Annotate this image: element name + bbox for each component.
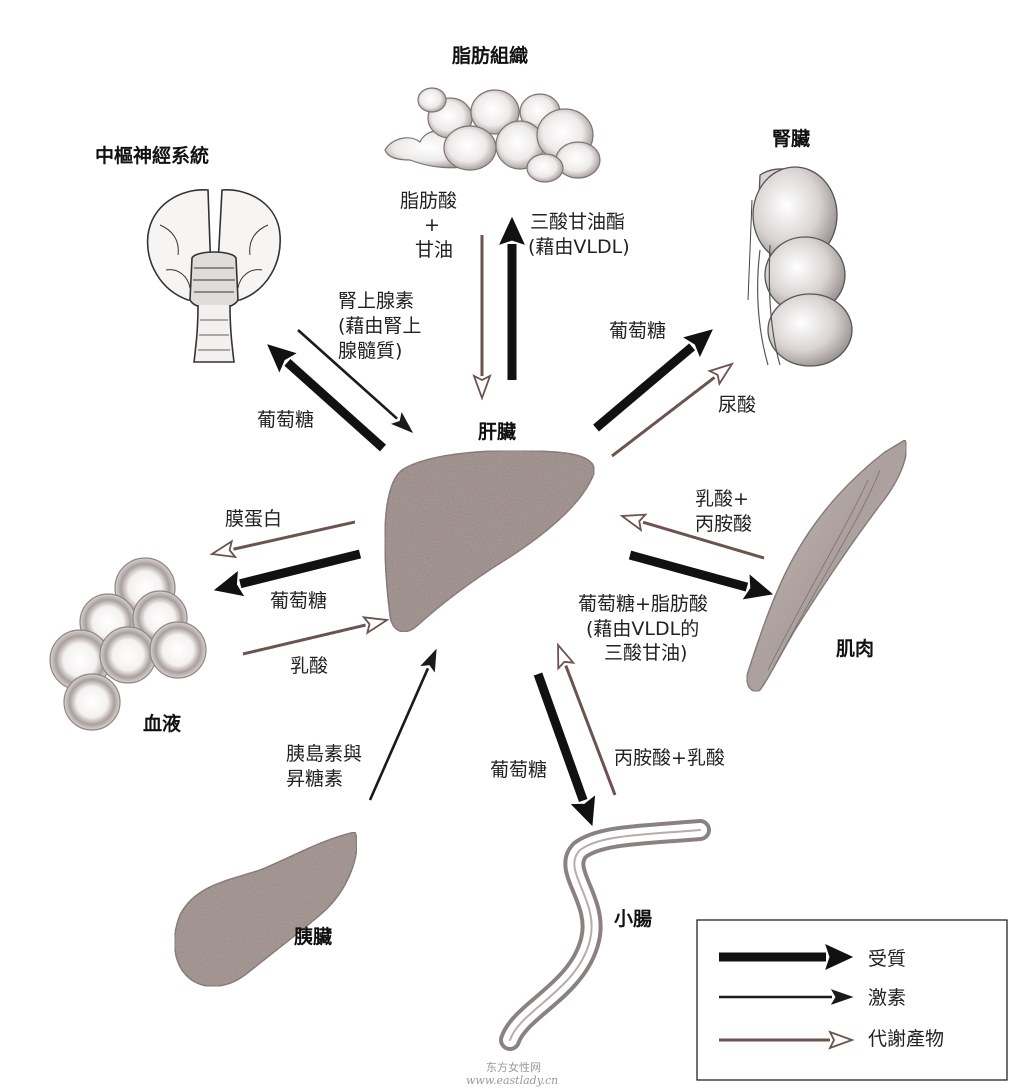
arrow-glucose-to-blood-head (213, 570, 245, 597)
arrow-glucose-to-kidney-shaft (593, 343, 696, 432)
flow-glucose-kidney: 葡萄糖 (609, 320, 666, 342)
flow-glucose-intestine: 葡萄糖 (490, 759, 547, 781)
legend-box (696, 919, 1008, 1081)
arrow-layer (209, 216, 774, 827)
legend-arrow-metabolite (719, 1030, 855, 1050)
arrow-uricacid-to-kidney-head (707, 362, 735, 387)
liver-illustration (384, 449, 595, 633)
label-blood: 血液 (143, 712, 182, 735)
intestine-illustration (499, 819, 711, 1051)
flow-lactate-blood: 乳酸 (290, 655, 328, 677)
flow-epinephrine-2: (藉由腎上 (338, 315, 421, 337)
flow-alanine-lactate: 丙胺酸+乳酸 (614, 747, 725, 769)
flow-glucose-cns: 葡萄糖 (257, 409, 314, 431)
label-intestine: 小腸 (614, 908, 652, 930)
arrow-uricacid-to-kidney (611, 362, 735, 458)
arrow-fattyacid-to-liver (472, 235, 492, 401)
legend-arrow-hormone-head (830, 989, 854, 1005)
legend-substrate-label: 受質 (868, 948, 906, 970)
arrow-insulin-to-liver-head (420, 648, 437, 673)
legend-hormone-label: 激素 (868, 987, 906, 1009)
arrow-glucose-to-cns (267, 344, 387, 452)
flow-triglyceride-1: 三酸甘油酯 (530, 211, 625, 233)
flow-epinephrine-3: 腺髓質) (338, 340, 402, 362)
arrow-lactate-to-liver-shaft (242, 623, 366, 656)
arrow-lactate-alanine-to-liver-shaft (642, 520, 765, 560)
flow-fatty-acid-1: 脂肪酸 (400, 190, 457, 212)
arrow-glucose-to-kidney-head (683, 329, 713, 358)
arrow-epinephrine-to-liver-head (390, 411, 414, 434)
arrow-epinephrine-to-liver-shaft (297, 329, 398, 420)
arrow-glucose-to-blood (213, 549, 362, 597)
pancreas-illustration (173, 831, 358, 987)
legend-arrow-substrate (719, 944, 854, 970)
flow-glucose-fa-2: (藉由VLDL的 (586, 618, 699, 640)
arrow-insulin-to-liver (368, 648, 437, 801)
flow-lipoprotein: 膜蛋白 (225, 508, 282, 530)
flow-lactate-alanine-1: 乳酸+ (695, 488, 749, 510)
muscle-illustration (746, 438, 907, 692)
brain-illustration (146, 189, 281, 363)
arrow-triglyceride-to-adipose (499, 216, 525, 380)
arrow-glucose-fa-to-muscle-head (742, 574, 774, 600)
watermark-line1: 东方女性网 (486, 1060, 541, 1074)
flow-uric-acid: 尿酸 (718, 394, 756, 416)
arrow-fattyacid-to-liver-head (472, 374, 492, 401)
legend-arrows (719, 944, 855, 1050)
flow-triglyceride-2: (藉由VLDL) (528, 236, 630, 258)
blood-cells-illustration (49, 557, 207, 731)
arrow-glucose-to-intestine-shaft (533, 672, 588, 803)
arrow-alanine-lactate-to-liver-head (557, 642, 576, 671)
arrow-glucose-to-intestine (533, 672, 596, 827)
arrow-glucose-to-cns-head (267, 344, 297, 373)
flow-glucose-fa-1: 葡萄糖+脂肪酸 (578, 593, 708, 615)
label-adipose: 脂肪組織 (452, 44, 528, 67)
legend-arrow-hormone (719, 989, 854, 1005)
legend-arrow-metabolite-head (828, 1030, 855, 1050)
arrow-alanine-lactate-to-liver (557, 642, 617, 796)
arrow-lipoprotein-to-blood-head (209, 539, 238, 559)
arrow-uricacid-to-kidney-shaft (611, 376, 716, 458)
flow-insulin-1: 胰島素與 (286, 743, 362, 765)
watermark-line2: www.eastlady.cn (466, 1074, 558, 1087)
legend-arrow-substrate-head (825, 944, 854, 970)
flow-glucose-fa-3: 三酸甘油) (604, 642, 687, 664)
arrow-lactate-alanine-to-liver-head (619, 513, 648, 532)
adipose-illustration (384, 87, 601, 183)
arrow-glucose-to-intestine-head (570, 795, 596, 827)
arrow-lactate-alanine-to-liver (619, 513, 765, 560)
arrow-insulin-to-liver-shaft (368, 667, 430, 801)
flow-lactate-alanine-2: 丙胺酸 (695, 513, 752, 535)
flow-epinephrine-1: 腎上腺素 (338, 290, 414, 312)
label-muscle: 肌肉 (836, 637, 874, 660)
arrow-lactate-to-liver (242, 616, 390, 656)
flow-fatty-acid-2: + (424, 214, 440, 236)
label-cns: 中樞神經系統 (95, 144, 209, 167)
label-liver: 肝臟 (478, 420, 516, 443)
arrow-glucose-fa-to-muscle-shaft (628, 550, 749, 592)
arrow-lipoprotein-to-blood-shaft (233, 520, 356, 551)
legend: 受質 激素 代謝產物 (696, 919, 1008, 1081)
arrow-epinephrine-to-liver (297, 329, 414, 434)
arrow-glucose-fa-to-muscle (628, 550, 774, 600)
label-pancreas: 胰臟 (293, 925, 332, 948)
flow-insulin-2: 昇糖素 (286, 768, 343, 790)
legend-metabolite-label: 代謝產物 (868, 1028, 944, 1050)
flow-glucose-blood: 葡萄糖 (270, 590, 327, 612)
label-kidney: 腎臟 (772, 127, 810, 150)
arrow-alanine-lactate-to-liver-shaft (564, 665, 617, 796)
arrow-glucose-to-kidney (593, 329, 713, 432)
kidney-illustration (747, 166, 853, 367)
arrow-lactate-to-liver-head (361, 616, 390, 635)
arrow-glucose-to-cns-shaft (284, 358, 387, 452)
flow-fatty-acid-3: 甘油 (415, 239, 453, 261)
arrow-glucose-to-blood-shaft (239, 549, 362, 589)
arrow-triglyceride-to-adipose-head (499, 216, 525, 245)
arrow-lipoprotein-to-blood (209, 520, 356, 559)
